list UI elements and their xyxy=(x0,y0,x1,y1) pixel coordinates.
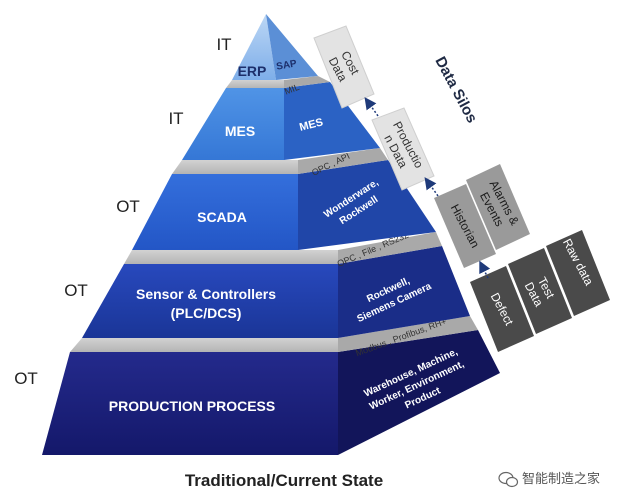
sensor-face-label-line-1: Sensor & Controllers xyxy=(136,286,276,302)
wechat-icon xyxy=(498,471,519,488)
opc-api-band-face xyxy=(172,160,298,174)
mil-band-face xyxy=(226,80,284,88)
erp-face xyxy=(232,14,276,80)
sensor-face-label-line-2: (PLC/DCS) xyxy=(171,305,242,321)
production-face-label: PRODUCTION PROCESS xyxy=(109,398,275,414)
silo-box-historian: Historian xyxy=(434,184,496,268)
opc-file-band-side xyxy=(338,232,442,264)
layer-mes: MES MES xyxy=(182,82,380,160)
mes-side-label: MES xyxy=(298,116,324,133)
layer-erp: ERP SAP xyxy=(232,14,318,80)
sensor-type-label: OT xyxy=(64,281,88,300)
mes-face xyxy=(182,88,284,160)
layer-type-labels: IT IT OT OT OT xyxy=(14,35,231,388)
mil-band-side xyxy=(284,76,330,88)
watermark: 智能制造之家 xyxy=(498,471,600,488)
sensor-side xyxy=(338,246,470,338)
diagram-caption: Traditional/Current State xyxy=(185,471,383,490)
erp-side-label: SAP xyxy=(275,58,297,72)
modbus-band-face xyxy=(70,338,338,352)
connector-historian-to-production-data xyxy=(424,177,439,197)
mes-face-label: MES xyxy=(225,123,255,139)
opc-file-band-face xyxy=(124,250,338,264)
production-type-label: OT xyxy=(14,369,38,388)
watermark-text: 智能制造之家 xyxy=(522,471,600,487)
erp-side xyxy=(266,14,318,80)
layer-production-process: PRODUCTION PROCESS Warehouse, Machine, W… xyxy=(42,330,500,455)
erp-type-label: IT xyxy=(216,35,231,54)
scada-type-label: OT xyxy=(116,197,140,216)
sensor-face xyxy=(82,264,338,338)
mes-side xyxy=(284,82,380,160)
silo-connectors xyxy=(364,97,491,279)
silo-box-defect: Defect xyxy=(470,266,534,352)
erp-face-label: ERP xyxy=(238,63,267,79)
production-side xyxy=(338,330,500,455)
production-face xyxy=(42,352,338,455)
scada-face xyxy=(132,174,298,250)
mes-type-label: IT xyxy=(168,109,183,128)
data-silos-title: Data Silos xyxy=(431,54,480,126)
modbus-band-side xyxy=(338,316,478,352)
scada-face-label: SCADA xyxy=(197,209,247,225)
silo-box-test-data: Test Data xyxy=(508,248,572,334)
opc-api-band-side xyxy=(298,148,388,174)
connector-production-to-cost-data xyxy=(364,97,379,117)
layer-sensor-controllers: Sensor & Controllers (PLC/DCS) Rockwell,… xyxy=(82,246,470,338)
